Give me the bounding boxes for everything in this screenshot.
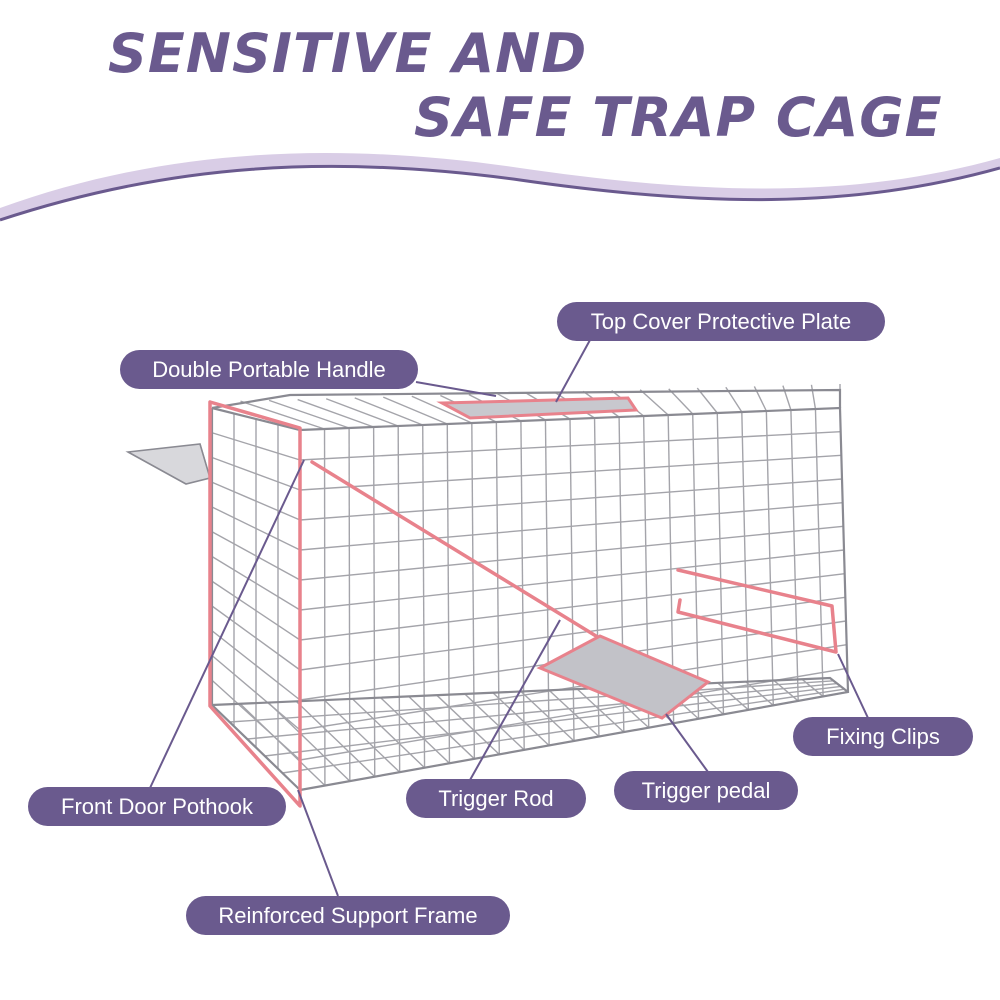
- callout-trigger-rod: Trigger Rod: [406, 779, 586, 818]
- cage-frame-edges: [210, 388, 850, 792]
- callout-reinforced-support-frame: Reinforced Support Frame: [186, 896, 510, 935]
- callout-front-door-pothook: Front Door Pothook: [28, 787, 286, 826]
- handle-plate: [125, 443, 212, 485]
- highlighted-parts: [208, 400, 838, 808]
- callout-leader-lines: [149, 339, 869, 897]
- decorative-wave: [0, 152, 1000, 222]
- headline-line-2: SAFE TRAP CAGE: [414, 86, 943, 149]
- callout-trigger-pedal: Trigger pedal: [614, 771, 798, 810]
- callout-top-cover-plate: Top Cover Protective Plate: [557, 302, 885, 341]
- top-cover-plate: [436, 396, 639, 420]
- headline-line-1: SENSITIVE AND: [108, 22, 588, 85]
- callout-double-portable-handle: Double Portable Handle: [120, 350, 418, 389]
- trigger-pedal-plate: [536, 634, 711, 720]
- callout-fixing-clips: Fixing Clips: [793, 717, 973, 756]
